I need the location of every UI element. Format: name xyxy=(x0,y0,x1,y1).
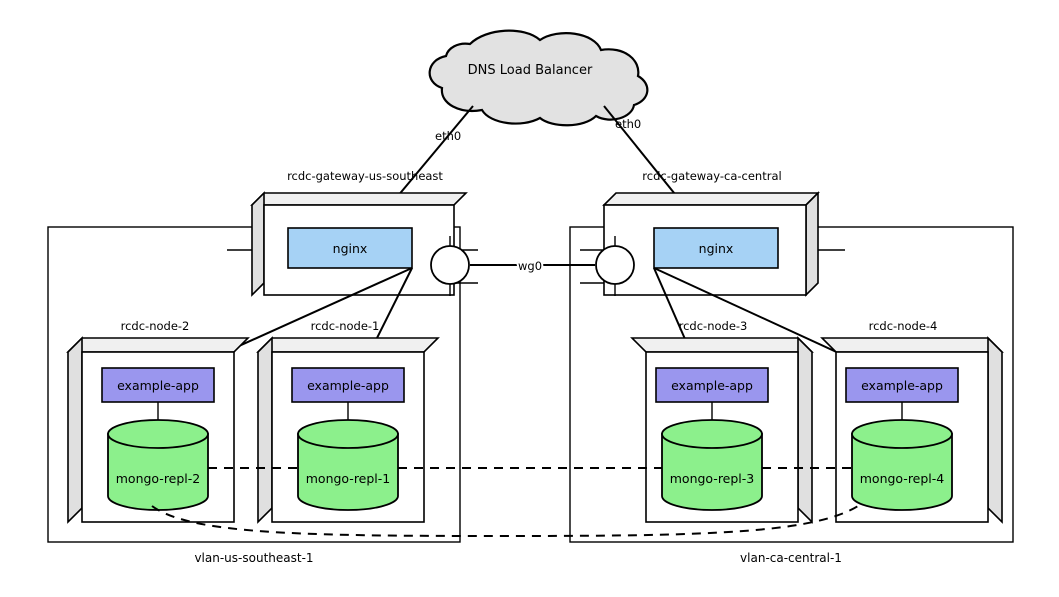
gateway-us-southeast-side-face xyxy=(251,191,265,297)
gateway-ca-central-top-face xyxy=(602,192,820,206)
node-rcdc-node-3-side-face xyxy=(797,336,813,524)
gateway-ca-central-wg-interface-icon xyxy=(595,245,635,285)
edge-label-wg0: wg0 xyxy=(518,259,542,273)
node-rcdc-node-3[interactable]: rcdc-node-3 example-app mongo-repl-3 xyxy=(630,319,814,524)
mongo-cylinder-top-node-3[interactable] xyxy=(661,419,763,449)
node-rcdc-node-1-label: rcdc-node-1 xyxy=(311,319,380,333)
mongo-repl-label-node-3: mongo-repl-3 xyxy=(670,471,755,486)
mongo-cylinder-top-node-1[interactable] xyxy=(297,419,399,449)
vlan-us-southeast-label: vlan-us-southeast-1 xyxy=(194,551,313,565)
node-rcdc-node-4-label: rcdc-node-4 xyxy=(869,319,938,333)
vlan-ca-central-label: vlan-ca-central-1 xyxy=(740,551,842,565)
node-rcdc-node-1[interactable]: rcdc-node-1 example-app mongo-repl-1 xyxy=(256,319,440,524)
node-rcdc-node-4-side-face xyxy=(987,336,1003,524)
mongo-cylinder-top-node-2[interactable] xyxy=(107,419,209,449)
gateway-us-southeast-label: rcdc-gateway-us-southeast xyxy=(287,169,443,183)
example-app-box-node-4[interactable] xyxy=(845,367,959,403)
node-rcdc-node-2-top-face xyxy=(66,337,250,353)
example-app-label-node-3: example-app xyxy=(671,378,753,393)
example-app-box-node-3[interactable] xyxy=(655,367,769,403)
mongo-repl-label-node-2: mongo-repl-2 xyxy=(116,471,201,486)
node-rcdc-node-2[interactable]: rcdc-node-2 example-app mongo-repl-2 xyxy=(66,319,250,524)
mongo-cylinder-body-node-1 xyxy=(297,433,399,511)
node-rcdc-node-4-top-face xyxy=(820,337,1004,353)
cloud-label: DNS Load Balancer xyxy=(468,63,593,78)
nginx-box-ca-central[interactable] xyxy=(653,227,779,269)
edge-label-eth0-right: eth0 xyxy=(615,117,641,131)
gateway-us-southeast-top-face xyxy=(250,192,468,206)
replication-link-repl2-repl4 xyxy=(151,505,859,538)
node-rcdc-node-3-top-face xyxy=(630,337,814,353)
mongo-repl-label-node-1: mongo-repl-1 xyxy=(306,471,391,486)
gateway-ca-central-side-face xyxy=(805,191,819,297)
mongo-cylinder-top-node-4[interactable] xyxy=(851,419,953,449)
nginx-label-us-southeast: nginx xyxy=(333,241,368,256)
node-rcdc-node-1-side-face xyxy=(257,336,273,524)
example-app-label-node-2: example-app xyxy=(117,378,199,393)
gateway-us-southeast-wg-interface-icon xyxy=(430,245,470,285)
mongo-cylinder-body-node-4 xyxy=(851,433,953,511)
example-app-box-node-1[interactable] xyxy=(291,367,405,403)
dns-load-balancer-cloud: DNS Load Balancer xyxy=(428,29,649,127)
node-rcdc-node-2-label: rcdc-node-2 xyxy=(121,319,190,333)
node-rcdc-node-4[interactable]: rcdc-node-4 example-app mongo-repl-4 xyxy=(820,319,1004,524)
mongo-cylinder-body-node-3 xyxy=(661,433,763,511)
example-app-label-node-1: example-app xyxy=(307,378,389,393)
node-rcdc-node-1-top-face xyxy=(256,337,440,353)
gateway-ca-central[interactable]: rcdc-gateway-ca-central nginx xyxy=(580,169,845,297)
nginx-box-us-southeast[interactable] xyxy=(287,227,413,269)
edge-label-eth0-left: eth0 xyxy=(435,129,461,143)
example-app-box-node-2[interactable] xyxy=(101,367,215,403)
mongo-repl-label-node-4: mongo-repl-4 xyxy=(860,471,945,486)
mongo-cylinder-body-node-2 xyxy=(107,433,209,511)
example-app-label-node-4: example-app xyxy=(861,378,943,393)
gateway-ca-central-label: rcdc-gateway-ca-central xyxy=(642,169,781,183)
gateway-us-southeast[interactable]: rcdc-gateway-us-southeast nginx xyxy=(227,169,478,297)
node-rcdc-node-3-label: rcdc-node-3 xyxy=(679,319,748,333)
node-rcdc-node-2-side-face xyxy=(67,336,83,524)
nginx-label-ca-central: nginx xyxy=(699,241,734,256)
